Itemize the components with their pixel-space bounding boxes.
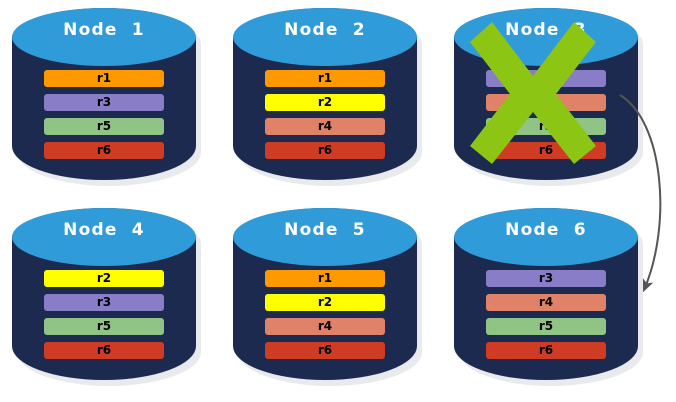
database-node-5[interactable]: Node 5 r1 r2 r4 r6	[233, 208, 422, 386]
replica-row-r3[interactable]: r3	[486, 70, 606, 87]
replica-row-r6[interactable]: r6	[486, 142, 606, 159]
replica-row-list-1: r1 r3 r5 r6	[44, 70, 164, 159]
database-node-2[interactable]: Node 2 r1 r2 r4 r6	[233, 8, 422, 186]
node-title-3: Node 3	[505, 20, 587, 40]
replica-row-r5[interactable]: r5	[44, 118, 164, 135]
replica-row-r2[interactable]: r2	[265, 94, 385, 111]
replica-row-r6[interactable]: r6	[486, 342, 606, 359]
cylinder-top-ellipse	[12, 208, 196, 266]
replica-row-r4[interactable]: r4	[265, 318, 385, 335]
replica-row-r5[interactable]: r5	[44, 318, 164, 335]
replica-row-list-5: r1 r2 r4 r6	[265, 270, 385, 359]
replica-row-r6[interactable]: r6	[44, 142, 164, 159]
replica-row-r2[interactable]: r2	[265, 294, 385, 311]
replica-row-list-3: r3 r4 r5 r6	[486, 70, 606, 159]
replica-row-r6[interactable]: r6	[44, 342, 164, 359]
replica-row-r3[interactable]: r3	[486, 270, 606, 287]
replica-row-r5[interactable]: r5	[486, 318, 606, 335]
replica-row-r1[interactable]: r1	[44, 70, 164, 87]
node-title-5: Node 5	[284, 220, 366, 240]
node-title-1: Node 1	[63, 20, 145, 40]
database-node-6[interactable]: Node 6 r3 r4 r5 r6	[454, 208, 643, 386]
cylinder-top-ellipse	[233, 208, 417, 266]
cylinder-top-ellipse	[233, 8, 417, 66]
node-title-4: Node 4	[63, 220, 145, 240]
node-title-6: Node 6	[505, 220, 587, 240]
replica-row-list-6: r3 r4 r5 r6	[486, 270, 606, 359]
replica-row-r6[interactable]: r6	[265, 342, 385, 359]
replica-row-r1[interactable]: r1	[265, 70, 385, 87]
replica-row-r5[interactable]: r5	[486, 118, 606, 135]
replica-row-r4[interactable]: r4	[265, 118, 385, 135]
node-title-2: Node 2	[284, 20, 366, 40]
replica-row-list-4: r2 r3 r5 r6	[44, 270, 164, 359]
replica-row-r1[interactable]: r1	[265, 270, 385, 287]
replica-row-list-2: r1 r2 r4 r6	[265, 70, 385, 159]
replica-row-r3[interactable]: r3	[44, 294, 164, 311]
database-node-4[interactable]: Node 4 r2 r3 r5 r6	[12, 208, 201, 386]
database-node-3[interactable]: Node 3 r3 r4 r5 r6	[454, 8, 643, 186]
database-node-1[interactable]: Node 1 r1 r3 r5 r6	[12, 8, 201, 186]
replica-row-r3[interactable]: r3	[44, 94, 164, 111]
cylinder-top-ellipse	[12, 8, 196, 66]
cylinder-top-ellipse	[454, 208, 638, 266]
replica-row-r4[interactable]: r4	[486, 94, 606, 111]
replica-row-r4[interactable]: r4	[486, 294, 606, 311]
replica-row-r6[interactable]: r6	[265, 142, 385, 159]
replica-row-r2[interactable]: r2	[44, 270, 164, 287]
